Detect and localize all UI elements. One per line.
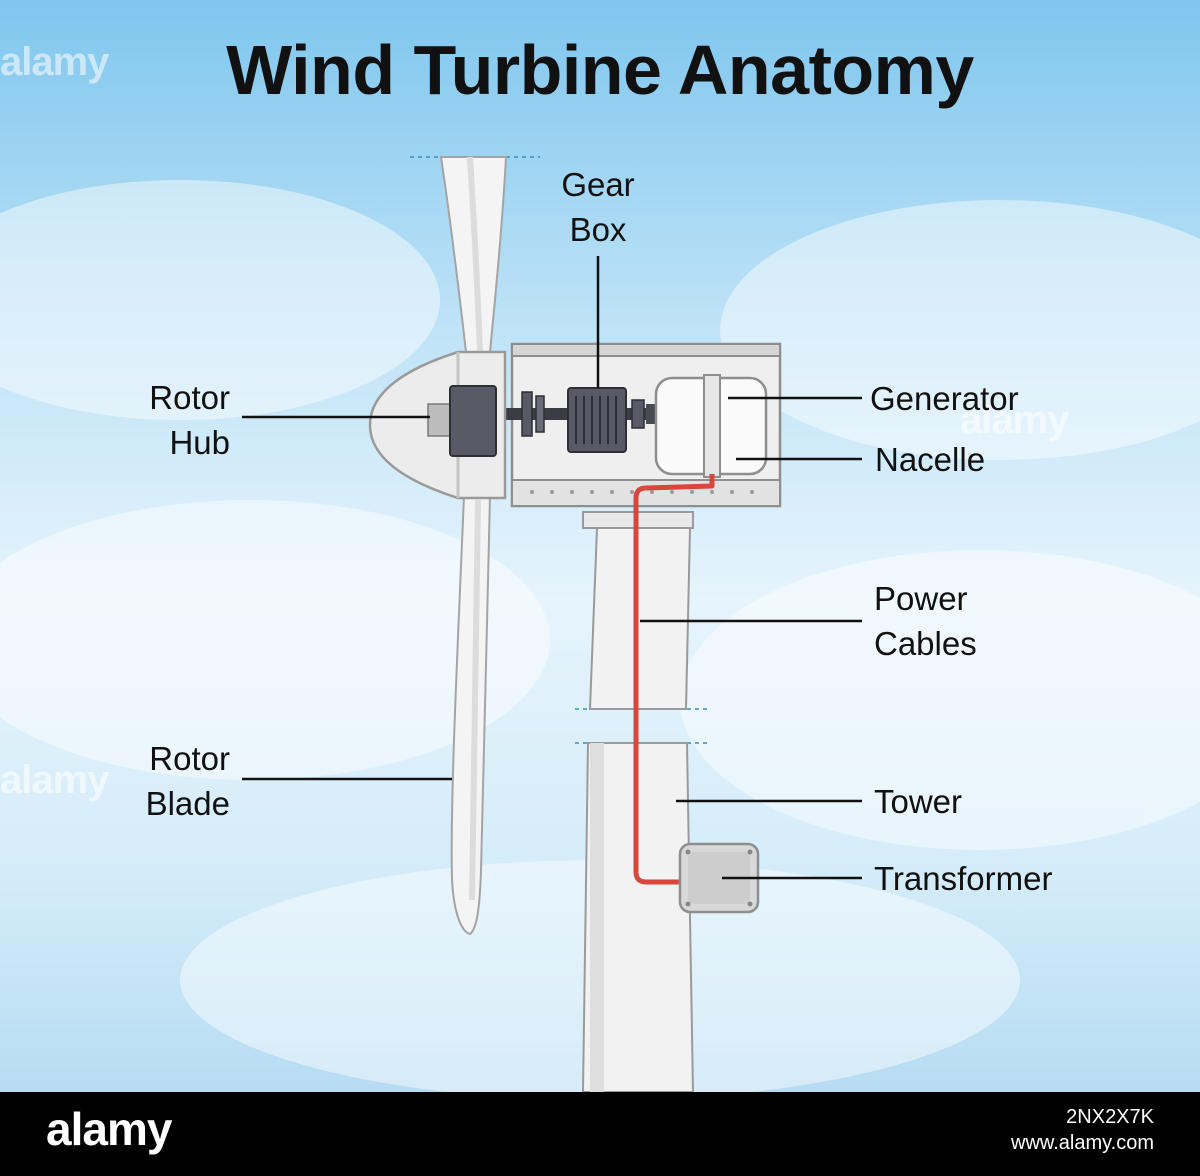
footer-bar: alamy 2NX2X7K www.alamy.com: [0, 1092, 1200, 1176]
page-title: Wind Turbine Anatomy: [226, 31, 974, 109]
wind-turbine-illustration: [0, 156, 1200, 1092]
nacelle-housing: [510, 342, 782, 508]
clouds: [0, 180, 1200, 1092]
label-nacelle: Nacelle: [875, 441, 986, 478]
leader-lines: [242, 256, 862, 880]
power-cable: [633, 474, 715, 885]
watermark: alamy: [0, 758, 109, 802]
watermark: alamy: [0, 40, 109, 84]
diagram-stage: alamy alamy alamy Wind Turbine Anatomy G…: [0, 0, 1200, 1092]
alamy-logo: alamy: [46, 1103, 172, 1155]
watermark: alamy: [960, 398, 1069, 442]
tower-body: [581, 511, 695, 1092]
gearbox-part: [567, 387, 627, 453]
image-id: 2NX2X7K www.alamy.com: [1011, 1106, 1154, 1154]
generator-part: [654, 374, 768, 478]
label-transformer: Transformer: [874, 860, 1053, 897]
rotor-blades: [439, 156, 508, 936]
rotor-hub-part: [368, 350, 507, 500]
transformer-part: [678, 842, 760, 914]
label-tower: Tower: [874, 783, 963, 820]
label-generator: Generator: [870, 380, 1019, 417]
